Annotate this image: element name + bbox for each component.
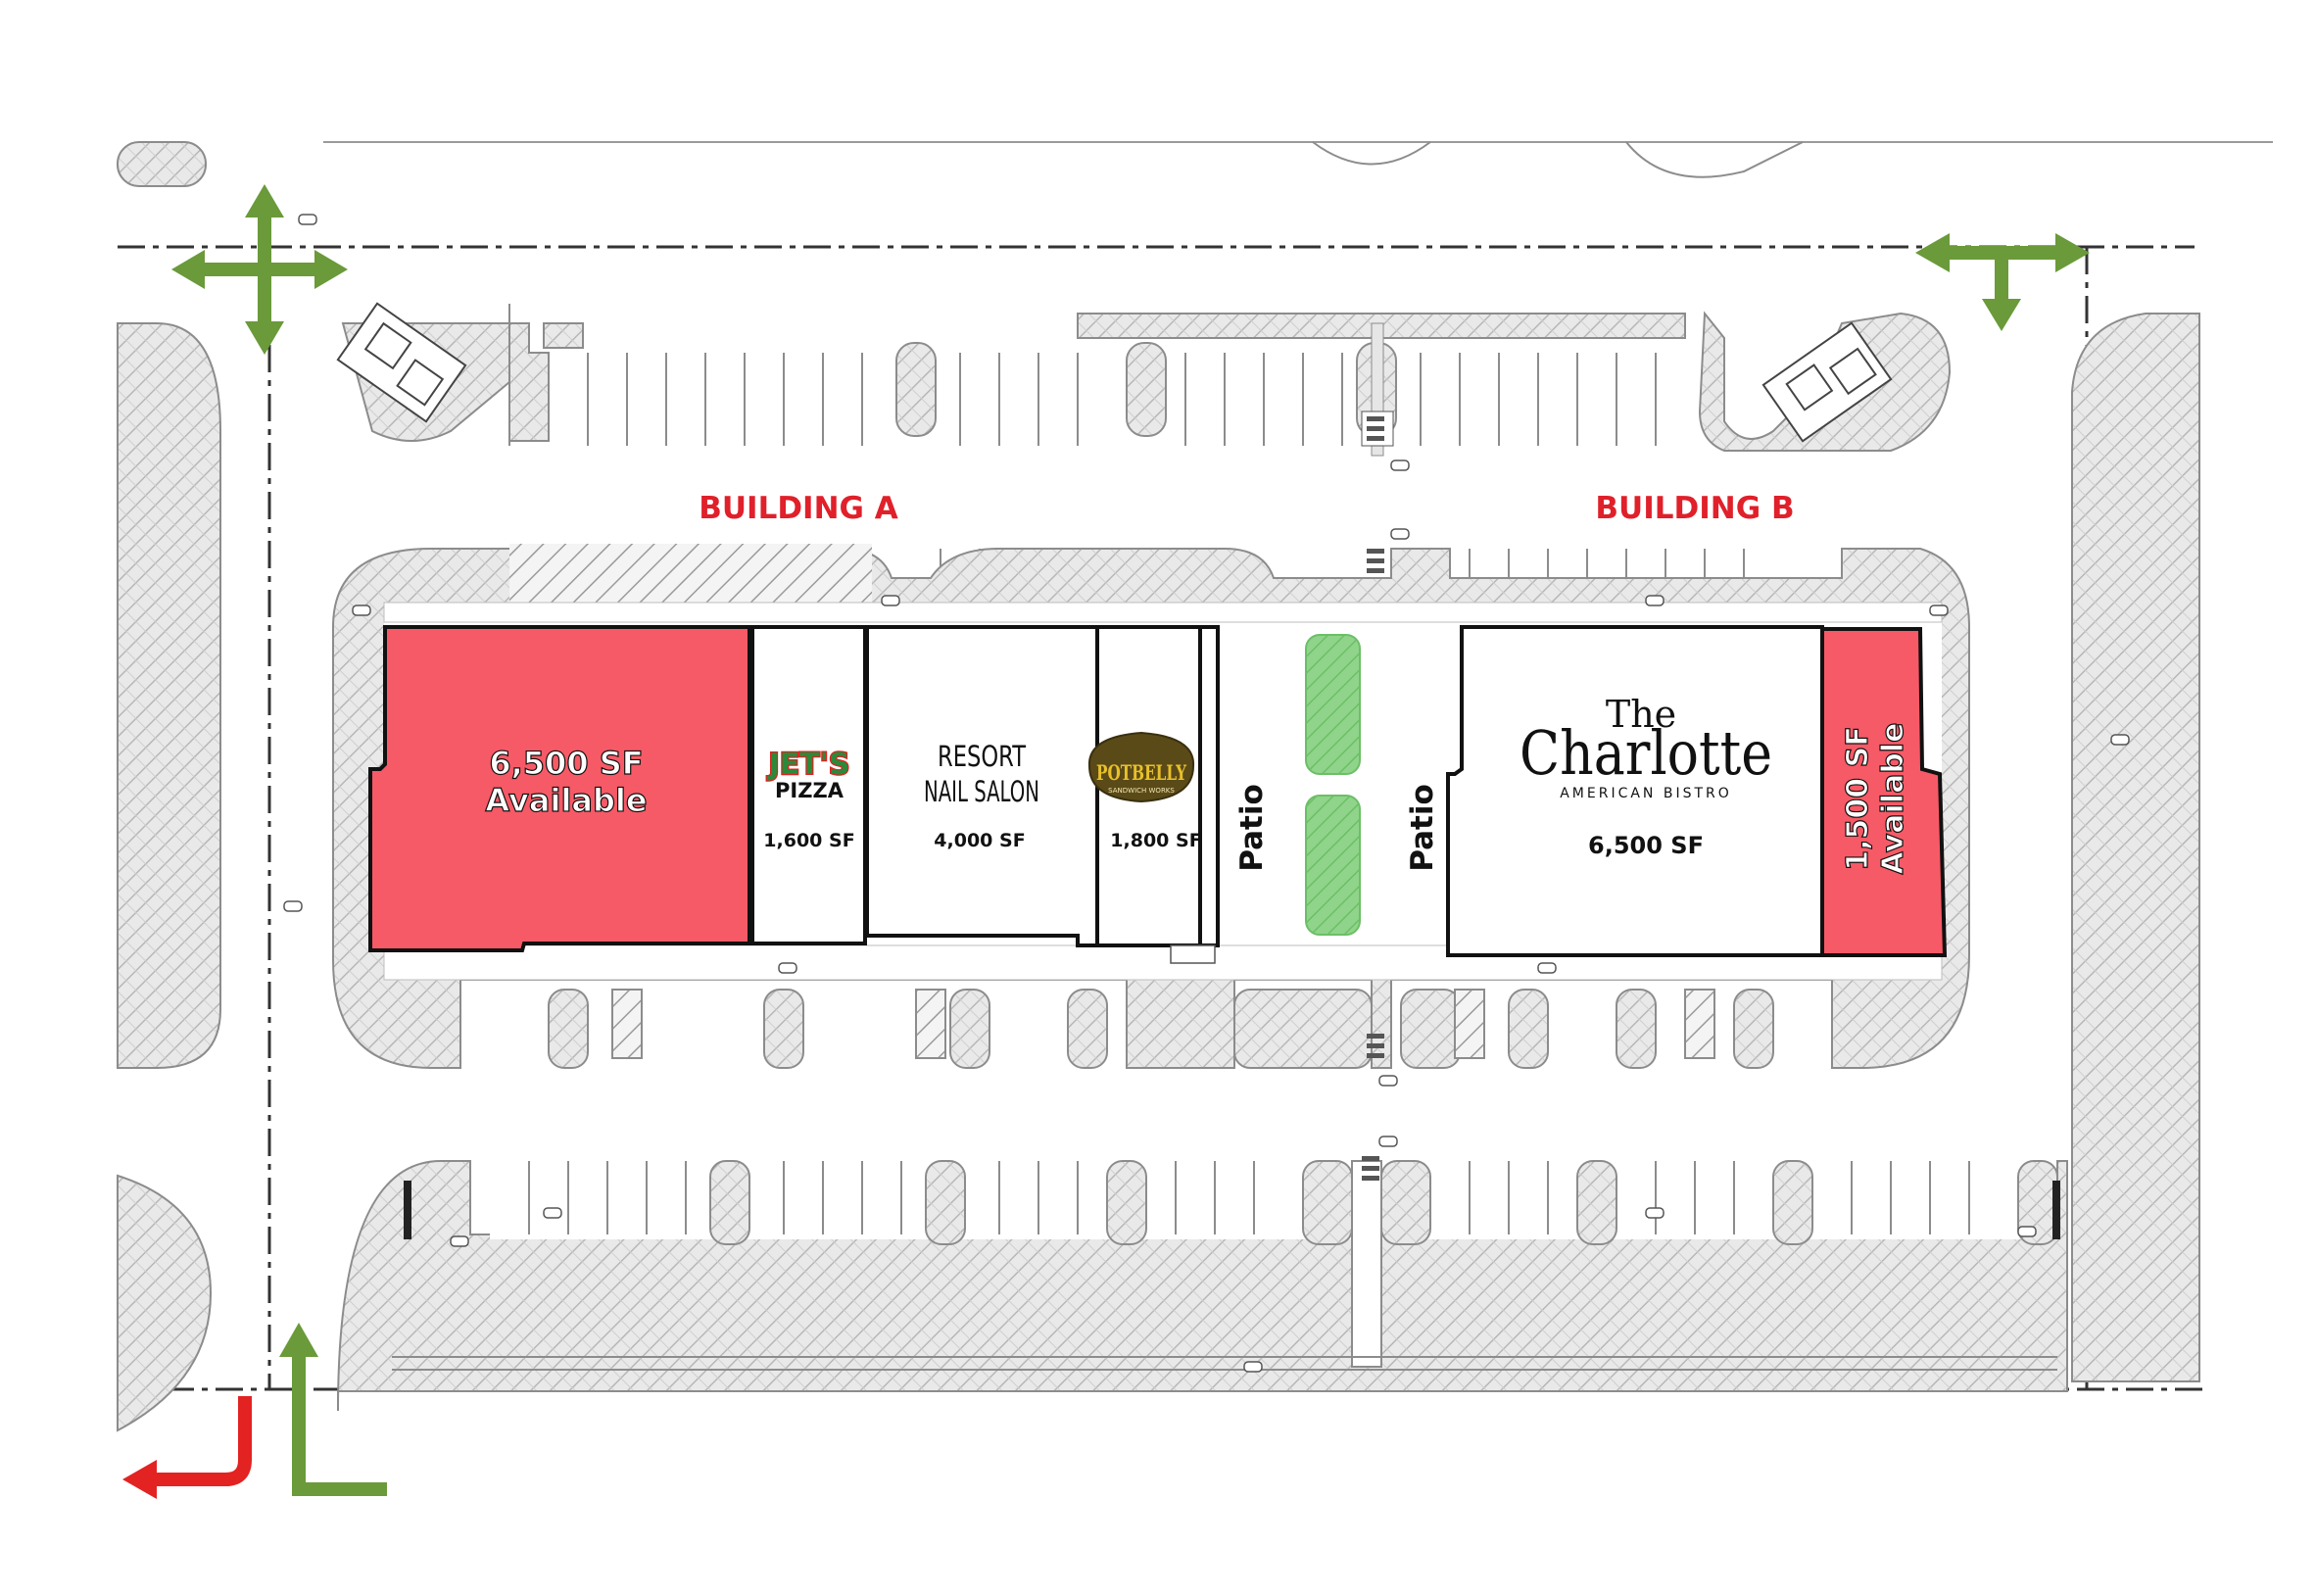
- resort-nail-salon-size: 4,000 SF: [934, 830, 1025, 851]
- svg-text:POTBELLY: POTBELLY: [1096, 760, 1187, 785]
- available-b-status: Available: [1876, 723, 1910, 875]
- suite-available-6500[interactable]: [368, 625, 751, 952]
- building-a-label: BUILDING A: [699, 491, 898, 526]
- the-charlotte-logo: The Charlotte AMERICAN BISTRO: [1520, 693, 1772, 801]
- four-way-arrow-icon: [171, 184, 348, 355]
- three-way-arrow-icon: [1915, 233, 2090, 331]
- svg-text:JET'S: JET'S: [767, 748, 850, 782]
- available-a-size: 6,500 SF: [489, 745, 643, 782]
- building-b-label: BUILDING B: [1595, 491, 1794, 526]
- available-a-status: Available: [485, 782, 647, 819]
- patio-left-label: Patio: [1234, 784, 1270, 872]
- suite-available-1500[interactable]: [1820, 627, 1948, 957]
- svg-text:Charlotte: Charlotte: [1520, 717, 1772, 789]
- svg-text:AMERICAN BISTRO: AMERICAN BISTRO: [1560, 786, 1732, 801]
- the-charlotte-size: 6,500 SF: [1588, 832, 1704, 859]
- resort-nail-salon-line2: NAIL SALON: [924, 775, 1039, 808]
- svg-text:SANDWICH WORKS: SANDWICH WORKS: [1108, 787, 1175, 795]
- up-right-arrow-icon: [279, 1323, 387, 1496]
- resort-nail-salon-line1: RESORT: [938, 740, 1026, 773]
- svg-text:PIZZA: PIZZA: [775, 779, 844, 802]
- patio-right-label: Patio: [1405, 784, 1440, 872]
- suite-jets-pizza[interactable]: [750, 625, 867, 945]
- building-a: [368, 625, 1220, 964]
- patio-planters: [1305, 634, 1361, 936]
- svg-text:The: The: [1606, 693, 1676, 736]
- building-b: [1446, 625, 1948, 957]
- jets-pizza-logo: JET'S PIZZA: [765, 747, 850, 802]
- potbelly-logo: POTBELLY SANDWICH WORKS: [1087, 731, 1195, 803]
- down-left-arrow-icon: [122, 1396, 252, 1499]
- jets-pizza-size: 1,600 SF: [763, 830, 854, 851]
- potbelly-size: 1,800 SF: [1110, 830, 1201, 851]
- available-b-size: 1,500 SF: [1841, 726, 1875, 870]
